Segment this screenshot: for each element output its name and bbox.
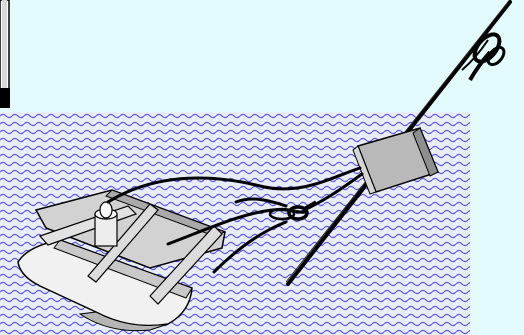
vertical-post-icon (0, 0, 10, 108)
